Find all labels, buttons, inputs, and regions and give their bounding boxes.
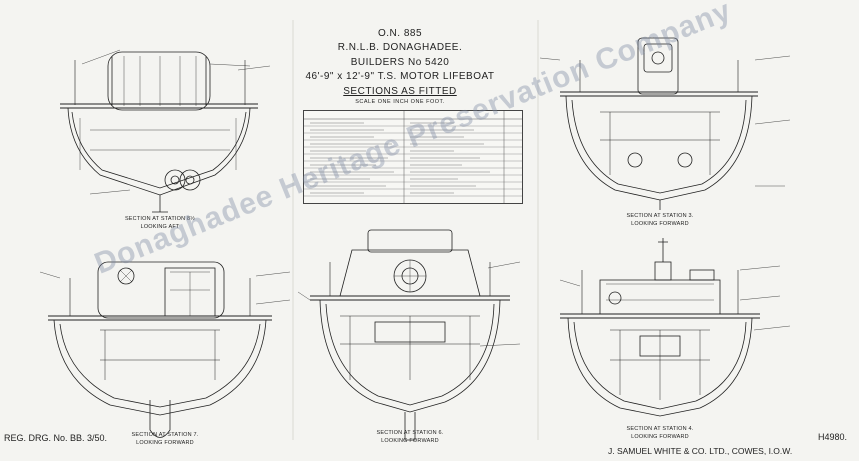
drawing-number: H4980. — [818, 432, 848, 442]
schedule-table — [303, 110, 523, 204]
caption-section-8-half: SECTION AT STATION 8½ — [124, 216, 196, 222]
caption-section-4: SECTION AT STATION 4. — [626, 426, 694, 432]
caption-section-7: SECTION AT STATION 7. — [131, 432, 199, 438]
drawing-scale: SCALE ONE INCH ONE FOOT. — [355, 99, 445, 105]
schedule-table-grid — [304, 111, 522, 203]
hull-section-station-7 — [48, 261, 272, 438]
station-name: R.N.L.B. DONAGHADEE. — [337, 42, 463, 53]
hull-section-station-8-half — [60, 51, 258, 213]
sections-title: SECTIONS AS FITTED — [343, 86, 457, 97]
caption-looking-forward-3: LOOKING FORWARD — [631, 221, 689, 227]
caption-section-6: SECTION AT STATION 6. — [376, 430, 444, 436]
caption-looking-forward-4: LOOKING FORWARD — [631, 434, 689, 440]
official-number: O.N. 885 — [377, 28, 423, 39]
hull-section-station-6 — [310, 229, 510, 441]
builder-name: J. SAMUEL WHITE & CO. LTD., COWES, I.O.W… — [608, 446, 793, 456]
registered-drawing-number: REG. DRG. No. BB. 3/50. — [4, 433, 108, 443]
caption-section-3: SECTION AT STATION 3. — [626, 213, 694, 219]
caption-looking-forward-6: LOOKING FORWARD — [381, 438, 439, 444]
hull-section-station-3 — [560, 37, 758, 210]
builders-number: BUILDERS No 5420 — [350, 57, 450, 68]
caption-looking-forward-7: LOOKING FORWARD — [136, 440, 194, 446]
boat-description: 46'-9" x 12'-9" T.S. MOTOR LIFEBOAT — [305, 71, 495, 82]
hull-section-station-4 — [560, 238, 760, 417]
caption-looking-aft: LOOKING AFT — [140, 224, 180, 230]
